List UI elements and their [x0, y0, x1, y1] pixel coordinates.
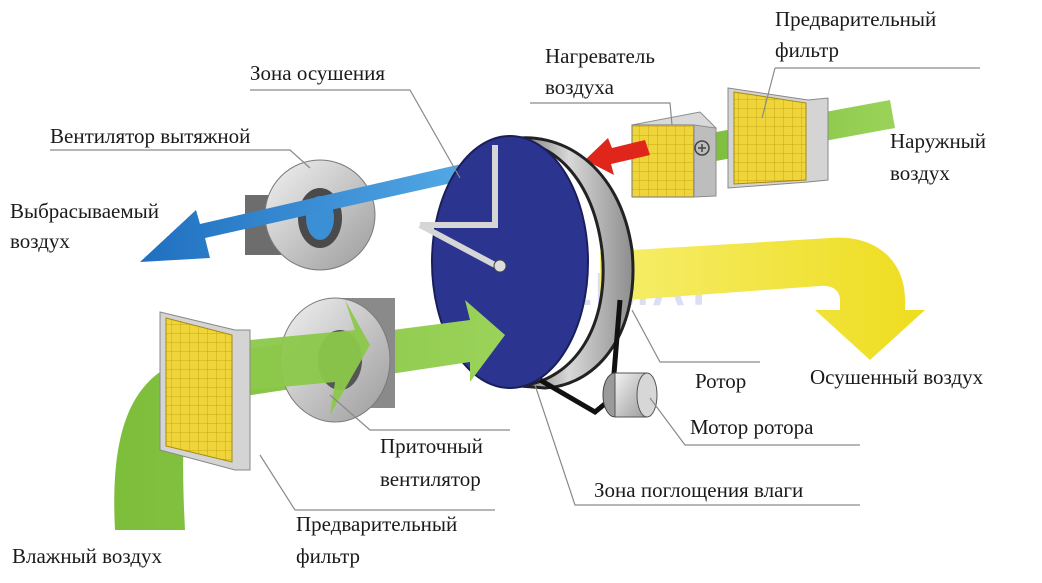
label-exhaust-fan: Вентилятор вытяжной	[50, 124, 250, 148]
label-drying-zone: Зона осушения	[250, 61, 385, 85]
leader-rotor-motor	[649, 397, 860, 446]
heated-air-arrow	[585, 138, 650, 175]
label-supply-fan-2: вентилятор	[380, 467, 481, 491]
label-heater-2: воздуха	[545, 75, 615, 99]
label-rotor-motor: Мотор ротора	[690, 415, 814, 439]
leader-exhaust-fan	[50, 149, 311, 169]
rotor-motor	[602, 372, 658, 418]
exhaust-air-arrow	[140, 154, 510, 262]
leader-drying-zone	[250, 89, 461, 179]
supply-fan-arrow	[250, 300, 370, 415]
label-prefilter-bottom-1: Предварительный	[296, 512, 457, 536]
label-exhaust-air-1: Выбрасываемый	[10, 199, 159, 223]
rotor-rim	[504, 136, 635, 390]
label-prefilter-top-2: фильтр	[775, 38, 839, 62]
label-exhaust-air-2: воздух	[10, 229, 70, 253]
label-outdoor-air-1: Наружный	[890, 129, 986, 153]
label-humid-air: Влажный воздух	[12, 544, 163, 568]
label-prefilter-bottom-2: фильтр	[296, 544, 360, 568]
leader-absorption-zone	[534, 384, 860, 506]
prefilter-bottom	[159, 311, 251, 471]
leader-prefilter-bottom	[259, 454, 495, 511]
leader-rotor	[631, 309, 760, 363]
rotor-belt	[538, 299, 623, 416]
label-heater-1: Нагреватель	[545, 44, 655, 68]
label-rotor: Ротор	[695, 369, 746, 393]
label-prefilter-top-1: Предварительный	[775, 7, 936, 31]
leader-supply-fan	[329, 394, 510, 431]
drying-zone-sector	[418, 145, 498, 268]
label-supply-fan-1: Приточный	[380, 434, 483, 458]
prefilter-top	[727, 87, 829, 189]
label-outdoor-air-2: воздух	[890, 161, 950, 185]
label-dried-air: Осушенный воздух	[810, 365, 984, 389]
air-heater	[631, 111, 718, 198]
label-absorption-zone: Зона поглощения влаги	[594, 478, 803, 502]
leader-prefilter-top	[761, 67, 980, 119]
leader-heater	[530, 102, 673, 126]
dried-air-arrow	[600, 237, 925, 360]
